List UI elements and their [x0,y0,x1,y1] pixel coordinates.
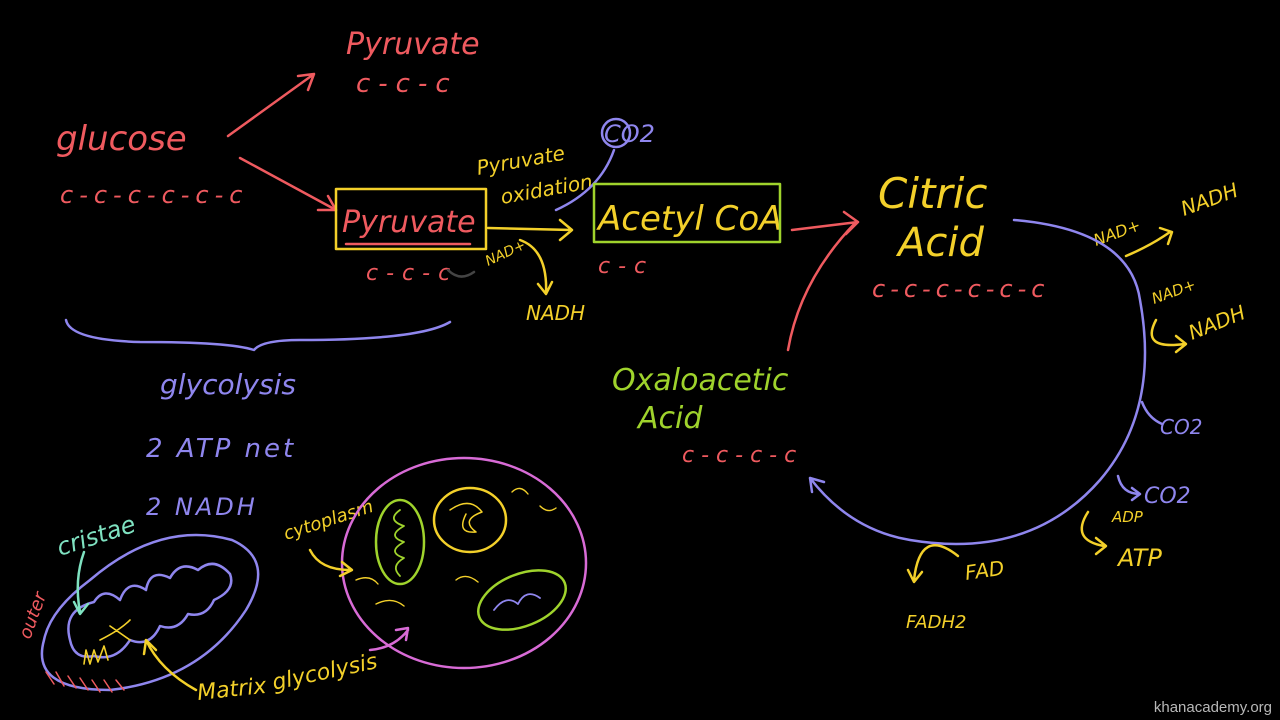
glucose-chain: c-c-c-c-c-c [60,181,248,209]
arrow-nadh-right-1 [1124,226,1174,258]
arrow-adp-to-atp [1080,510,1108,556]
co2-right-2: CO2 [1144,484,1191,509]
nad-plus-right-2: NAD+ [1149,275,1198,308]
nadh-left-label: NADH [526,301,585,325]
cytoplasm-arrow [308,548,354,578]
arrow-nad-to-nadh-left [518,238,554,296]
arrow-oxalo-to-citric [786,220,858,352]
cell-mito-2-inner [493,593,541,611]
glucose-label: glucose [56,119,187,159]
arrow-glucose-to-pyruvate-top [226,72,316,138]
nucleus-chromatin [449,502,483,533]
acetyl-coa-chain: c-c [598,254,654,279]
nad-plus-left-label: NAD+ [483,237,528,269]
pyruvate-top-chain: c-c-c [356,69,458,99]
fadh2-label: FADH2 [906,612,966,633]
mitochondrion-outer [40,533,260,692]
oxaloacetic-label-1: Oxaloacetic [612,363,789,398]
glycolysis-label: glycolysis [160,368,296,401]
cytosol-squiggles [355,487,557,607]
acetyl-coa-label: Acetyl CoA [596,199,782,239]
arrow-co2-right-1 [1140,400,1164,426]
arrow-co2-right-2 [1116,474,1142,502]
acetyl-coa-box [592,182,782,244]
pyruvate-box-label: Pyruvate [342,205,476,240]
arrow-fad-to-fadh2 [906,544,960,584]
citric-acid-label-1: Citric [878,169,988,218]
watermark: khanacademy.org [1153,699,1272,716]
pyruvate-box [334,187,488,251]
cell-mito-1-cristae [393,509,405,577]
pyruvate-oxidation-label-1: Pyruvate [475,141,567,180]
arrow-pyruvate-to-acetyl [486,218,574,242]
nadh-right-1: NADH [1178,178,1242,221]
arrow-glucose-to-pyruvate-box [238,156,338,212]
two-nadh-label: 2 NADH [146,493,258,521]
co2-right-1: CO2 [1160,415,1202,439]
glycolysis-small-label: glycolysis [270,649,380,696]
nad-plus-right-1: NAD+ [1091,215,1143,249]
atp-net-label: 2 ATP net [146,434,296,464]
citric-acid-chain: c-c-c-c-c-c [872,275,1049,303]
fad-label: FAD [963,556,1005,585]
pyruvate-box-chain: c-c-c [366,261,458,286]
matrix-scribble [83,619,131,665]
cell-nucleus [432,486,508,554]
citric-cycle-loop [808,218,1147,546]
cell-mitochondrion-2 [477,569,567,631]
carbon-circle-mark [446,268,476,278]
cell-mitochondrion-1 [374,498,426,586]
co2-circle [600,117,632,149]
pyruvate-oxidation-label-2: oxidation [499,169,595,209]
cell-membrane-arrow [368,626,410,652]
matrix-label: Matrix [196,674,268,706]
glycolysis-brace [64,318,452,352]
citric-acid-label-2: Acid [895,220,984,266]
pyruvate-top-label: Pyruvate [346,27,480,62]
atp-label: ATP [1116,544,1162,572]
nadh-right-2: NADH [1185,300,1249,344]
oxaloacetic-label-2: Acid [636,401,703,436]
arrow-co2-out [554,148,616,212]
cytoplasm-label: cytoplasm [281,496,376,545]
outer-membrane-hatch [45,671,125,693]
matrix-arrow [142,638,198,692]
oxaloacetic-chain: c-c-c-c [682,443,803,468]
arrow-nadh-right-2 [1150,318,1188,354]
cristae-arrow [72,550,90,616]
adp-label: ADP [1111,508,1144,526]
